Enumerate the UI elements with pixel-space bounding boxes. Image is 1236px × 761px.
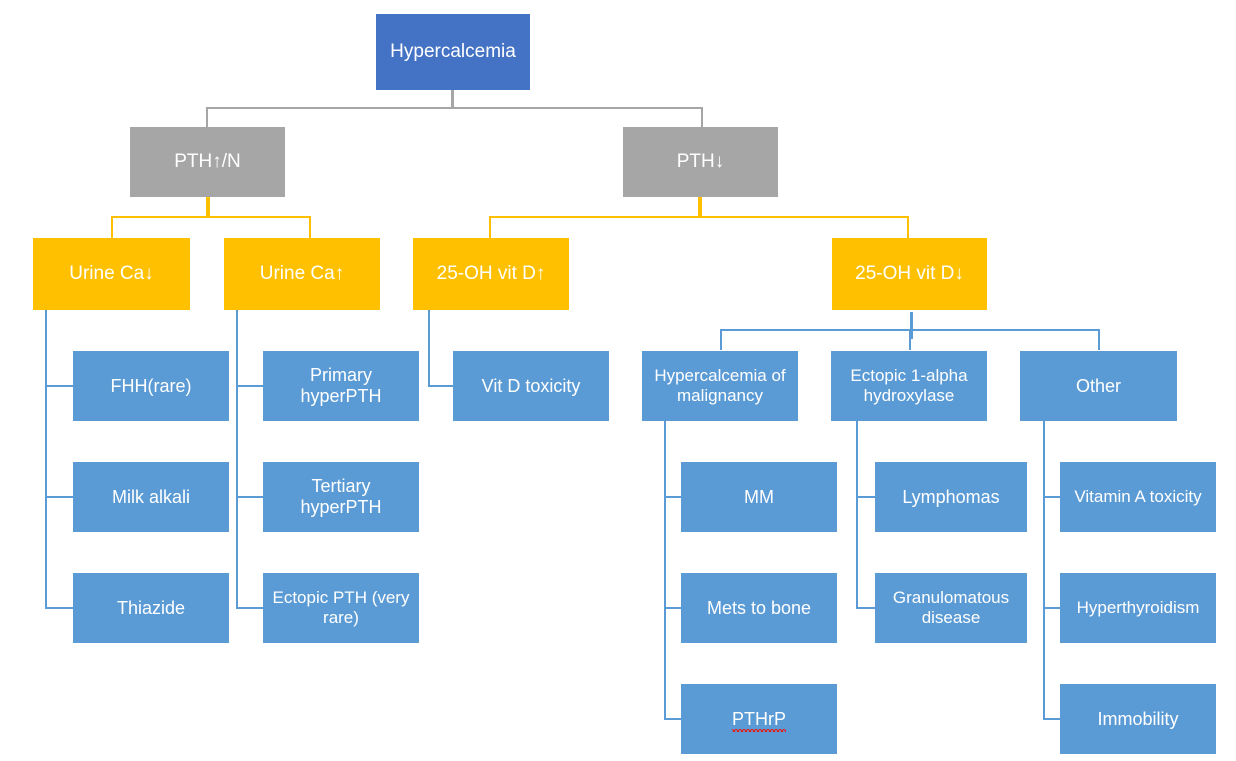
connector-other-to-hyperthyroidism xyxy=(1043,607,1061,609)
node-malignancy[interactable]: Hypercalcemia of malignancy xyxy=(642,351,798,421)
node-hyperthyroidism[interactable]: Hyperthyroidism xyxy=(1060,573,1216,643)
connector-root-stem xyxy=(451,90,454,108)
node-milk-alkali[interactable]: Milk alkali xyxy=(73,462,229,532)
node-vitd-low[interactable]: 25-OH vit D↓ xyxy=(832,238,987,310)
node-pth-high-normal[interactable]: PTH↑/N xyxy=(130,127,285,197)
node-primary-hyperpth[interactable]: Primary hyperPTH xyxy=(263,351,419,421)
node-pthrp-label: PTHrP xyxy=(732,708,786,732)
node-tertiary-hyperpth[interactable]: Tertiary hyperPTH xyxy=(263,462,419,532)
node-urine-ca-high[interactable]: Urine Ca↑ xyxy=(224,238,380,310)
node-immobility[interactable]: Immobility xyxy=(1060,684,1216,754)
connector-malignancy-to-mets xyxy=(664,607,682,609)
connector-root-to-pth-high xyxy=(206,107,208,129)
connector-pthlow-to-vitd-high xyxy=(489,216,491,238)
connector-pthlow-bar xyxy=(489,216,909,218)
node-lymphomas[interactable]: Lymphomas xyxy=(875,462,1027,532)
node-hypercalcemia[interactable]: Hypercalcemia xyxy=(376,14,530,90)
node-granulomatous-disease[interactable]: Granulomatous disease xyxy=(875,573,1027,643)
node-vitd-high[interactable]: 25-OH vit D↑ xyxy=(413,238,569,310)
connector-other-trunk xyxy=(1043,421,1045,719)
connector-other-to-immobility xyxy=(1043,718,1061,720)
connector-pthhigh-to-urineca-low xyxy=(111,216,113,238)
connector-malignancy-to-pthrp xyxy=(664,718,682,720)
connector-urineca-low-trunk xyxy=(45,310,47,608)
connector-urineca-high-to-primary xyxy=(236,385,263,387)
connector-vitdhigh-trunk xyxy=(428,310,430,386)
node-vitamin-a-toxicity[interactable]: Vitamin A toxicity xyxy=(1060,462,1216,532)
node-pth-low[interactable]: PTH↓ xyxy=(623,127,778,197)
connector-vitdlow-to-malignancy xyxy=(720,329,722,350)
node-fhh[interactable]: FHH(rare) xyxy=(73,351,229,421)
node-ectopic-pth[interactable]: Ectopic PTH (very rare) xyxy=(263,573,419,643)
node-pthrp[interactable]: PTHrP xyxy=(681,684,837,754)
connector-urineca-high-to-ectopic-pth xyxy=(236,607,263,609)
node-thiazide[interactable]: Thiazide xyxy=(73,573,229,643)
connector-urineca-low-to-thiazide xyxy=(45,607,73,609)
node-ectopic-hydroxylase[interactable]: Ectopic 1-alpha hydroxylase xyxy=(831,351,987,421)
connector-hydroxylase-to-granulomatous xyxy=(856,607,876,609)
connector-pthhigh-stem xyxy=(206,196,210,218)
connector-vitdlow-to-other xyxy=(1098,329,1100,350)
connector-other-to-vitamin-a xyxy=(1043,496,1061,498)
connector-urineca-low-to-milk-alkali xyxy=(45,496,73,498)
connector-root-to-pth-low xyxy=(701,107,703,129)
node-other[interactable]: Other xyxy=(1020,351,1177,421)
connector-malignancy-trunk xyxy=(664,421,666,719)
node-urine-ca-low[interactable]: Urine Ca↓ xyxy=(33,238,190,310)
node-vitd-toxicity[interactable]: Vit D toxicity xyxy=(453,351,609,421)
connector-hydroxylase-to-lymphomas xyxy=(856,496,876,498)
node-mets-to-bone[interactable]: Mets to bone xyxy=(681,573,837,643)
connector-vitdhigh-to-toxicity xyxy=(428,385,453,387)
connector-hydroxylase-trunk xyxy=(856,421,858,608)
connector-urineca-low-to-fhh xyxy=(45,385,73,387)
connector-pthlow-to-vitd-low xyxy=(907,216,909,238)
node-mm[interactable]: MM xyxy=(681,462,837,532)
connector-pthhigh-bar xyxy=(111,216,311,218)
connector-root-bar xyxy=(206,107,703,109)
connector-pthhigh-to-urineca-high xyxy=(309,216,311,238)
connector-malignancy-to-mm xyxy=(664,496,682,498)
connector-urineca-high-to-tertiary xyxy=(236,496,263,498)
connector-vitdlow-to-ectopic-hydroxylase xyxy=(909,329,911,350)
connector-pthlow-stem xyxy=(698,196,702,218)
connector-vitdlow-stem xyxy=(910,312,913,339)
connector-urineca-high-trunk xyxy=(236,310,238,608)
